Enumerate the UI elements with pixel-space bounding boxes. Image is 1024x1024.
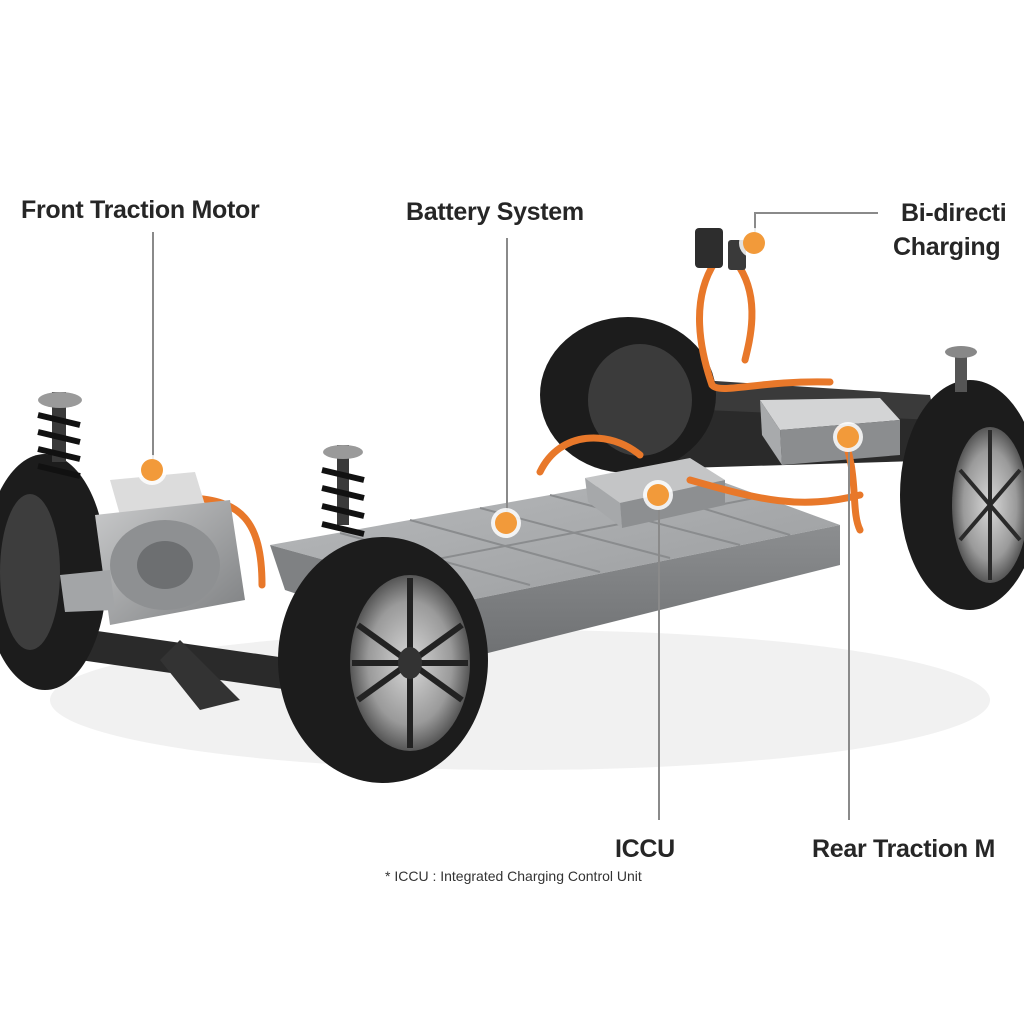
leader-front-motor: [152, 232, 154, 470]
rear-shock: [945, 346, 977, 392]
leader-battery: [506, 238, 508, 523]
rear-right-wheel: [900, 380, 1024, 610]
leader-charging-vertical: [754, 212, 756, 242]
front-left-wheel: [0, 454, 107, 690]
rear-left-wheel: [540, 317, 716, 473]
marker-dot-icon: [141, 459, 163, 481]
label-charging-line2: Charging: [893, 233, 1001, 261]
label-rear-traction-motor: Rear Traction M: [812, 835, 996, 863]
marker-dot-icon: [647, 484, 669, 506]
charging-inlet: [695, 228, 746, 270]
marker-dot-icon: [743, 232, 765, 254]
front-right-spring: [321, 445, 365, 537]
label-front-traction-motor: Front Traction Motor: [21, 196, 260, 224]
footnote-iccu: * ICCU : Integrated Charging Control Uni…: [385, 868, 642, 884]
leader-rear-motor: [848, 445, 850, 820]
label-battery-system: Battery System: [406, 198, 584, 226]
front-left-spring: [37, 392, 82, 479]
front-right-wheel: [278, 537, 488, 783]
leader-iccu-vertical: [658, 505, 660, 820]
leader-charging-horizontal: [754, 212, 878, 214]
rear-motor-unit: [760, 398, 900, 465]
label-charging-line1: Bi-directi: [901, 199, 1007, 227]
marker-dot-icon: [837, 426, 859, 448]
iccu-unit: [585, 458, 725, 528]
label-iccu: ICCU: [615, 835, 675, 863]
front-motor-assembly: [60, 472, 245, 625]
marker-dot-icon: [495, 512, 517, 534]
